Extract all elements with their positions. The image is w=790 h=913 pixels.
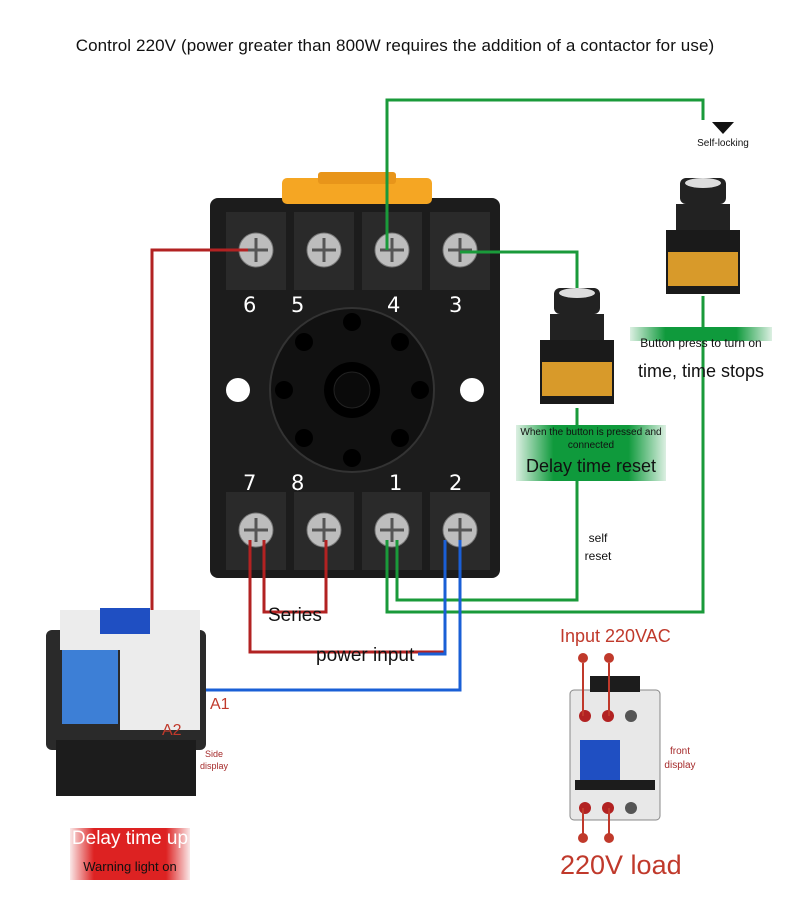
reset-band xyxy=(516,425,666,481)
delay-time-up-label: Delay time up xyxy=(71,828,189,849)
button-press-line1: Button press to turn on xyxy=(640,336,762,350)
terminal-screws xyxy=(238,232,478,548)
self-reset-line1: self xyxy=(588,531,608,545)
self-locking-label: Self-locking xyxy=(697,138,749,149)
power-input-label: power input xyxy=(316,645,415,666)
side-display-line2: display xyxy=(199,761,228,771)
terminal-3-label: 3 xyxy=(449,293,463,317)
terminal-7-label: 7 xyxy=(243,471,257,495)
left-contactor xyxy=(46,608,206,796)
warning-light-label: Warning light on xyxy=(83,859,177,874)
front-display-line1: front xyxy=(669,746,690,757)
terminal-2-label: 2 xyxy=(449,471,463,495)
reset-button xyxy=(540,288,614,404)
button-press-line2: time, time stops xyxy=(637,361,765,381)
input-220vac-label: Input 220VAC xyxy=(560,626,671,646)
self-reset-line2: reset xyxy=(584,549,612,563)
terminal-4-label: 4 xyxy=(387,293,401,317)
green-wires xyxy=(385,98,705,614)
button-press-band xyxy=(630,327,772,341)
reset-line3: Delay time reset xyxy=(525,456,657,476)
diagram-title: Control 220V (power greater than 800W re… xyxy=(75,36,715,55)
terminal-6-label: 6 xyxy=(243,293,257,317)
self-locking-button xyxy=(666,122,740,294)
a2-label: A2 xyxy=(162,722,182,739)
a1-label: A1 xyxy=(210,696,230,713)
blue-wires xyxy=(200,540,462,692)
terminal-8-label: 8 xyxy=(291,471,305,495)
series-label: Series xyxy=(268,605,322,626)
reset-line2: connected xyxy=(567,440,615,451)
delay-time-up-band xyxy=(70,828,190,880)
reset-line1: When the button is pressed and xyxy=(520,427,662,438)
right-contactor xyxy=(569,653,661,843)
load-220v-label: 220V load xyxy=(560,850,682,880)
front-display-line2: display xyxy=(664,760,696,771)
terminal-1-label: 1 xyxy=(389,471,403,495)
side-display-line1: Side xyxy=(204,749,223,759)
terminal-5-label: 5 xyxy=(291,293,305,317)
